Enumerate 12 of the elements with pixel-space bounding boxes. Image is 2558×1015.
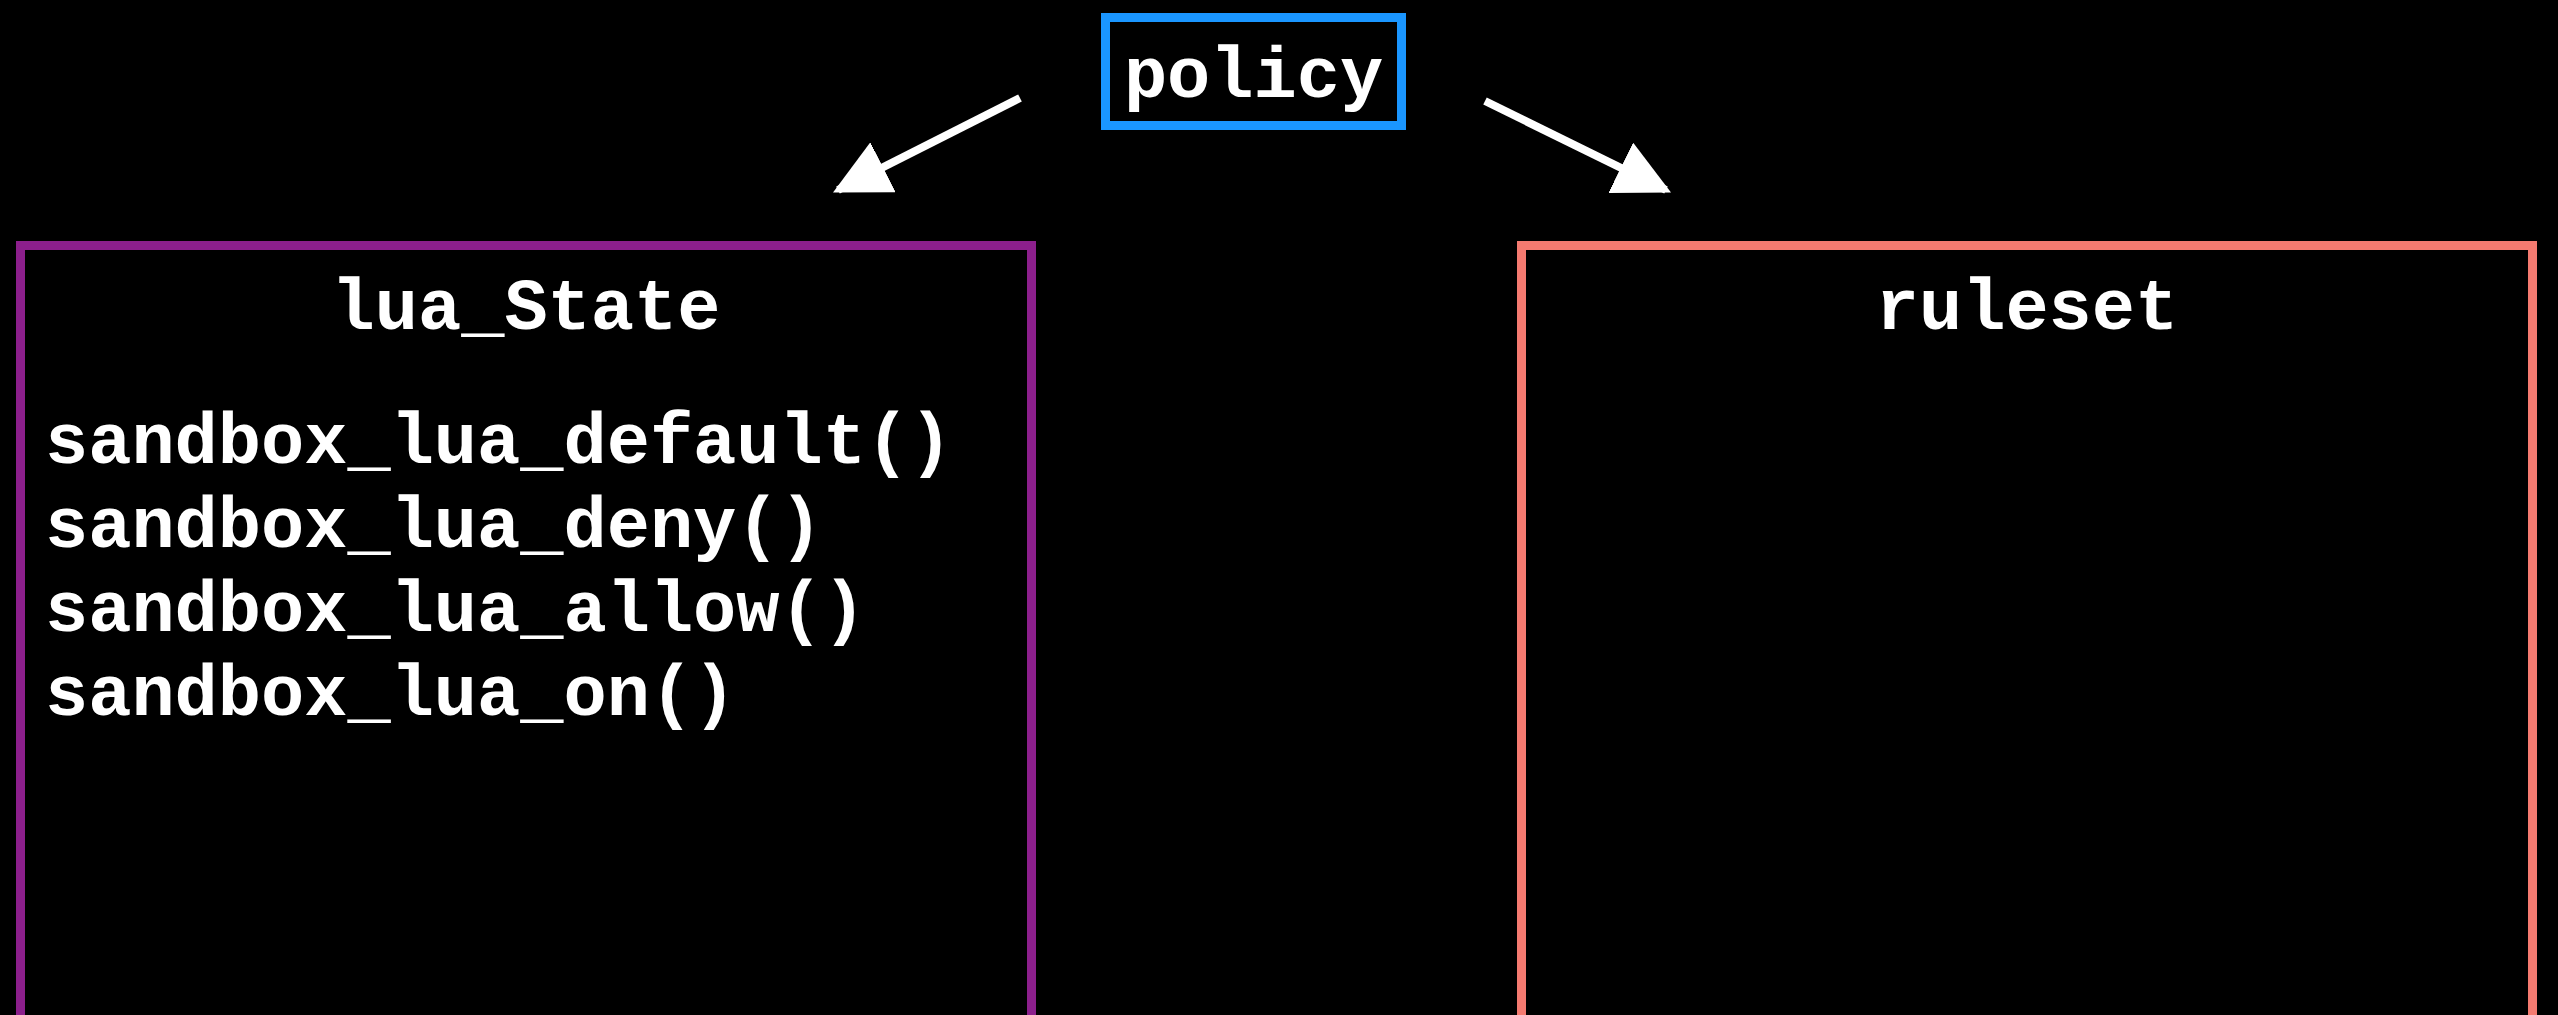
function-name: sandbox_lua_default() bbox=[45, 402, 954, 486]
function-name: sandbox_lua_on() bbox=[45, 654, 738, 738]
box-title: lua_State bbox=[330, 268, 722, 352]
box-title: ruleset bbox=[1874, 268, 2180, 352]
container-box bbox=[16, 241, 1036, 1015]
function-name: sandbox_lua_allow() bbox=[45, 570, 867, 654]
arrow bbox=[1483, 97, 1672, 194]
function-name: sandbox_lua_deny() bbox=[45, 486, 824, 570]
container-box bbox=[1517, 241, 2537, 1015]
policy-box bbox=[1101, 13, 1406, 130]
arrow bbox=[833, 94, 1022, 194]
box-title: policy bbox=[1122, 36, 1385, 120]
